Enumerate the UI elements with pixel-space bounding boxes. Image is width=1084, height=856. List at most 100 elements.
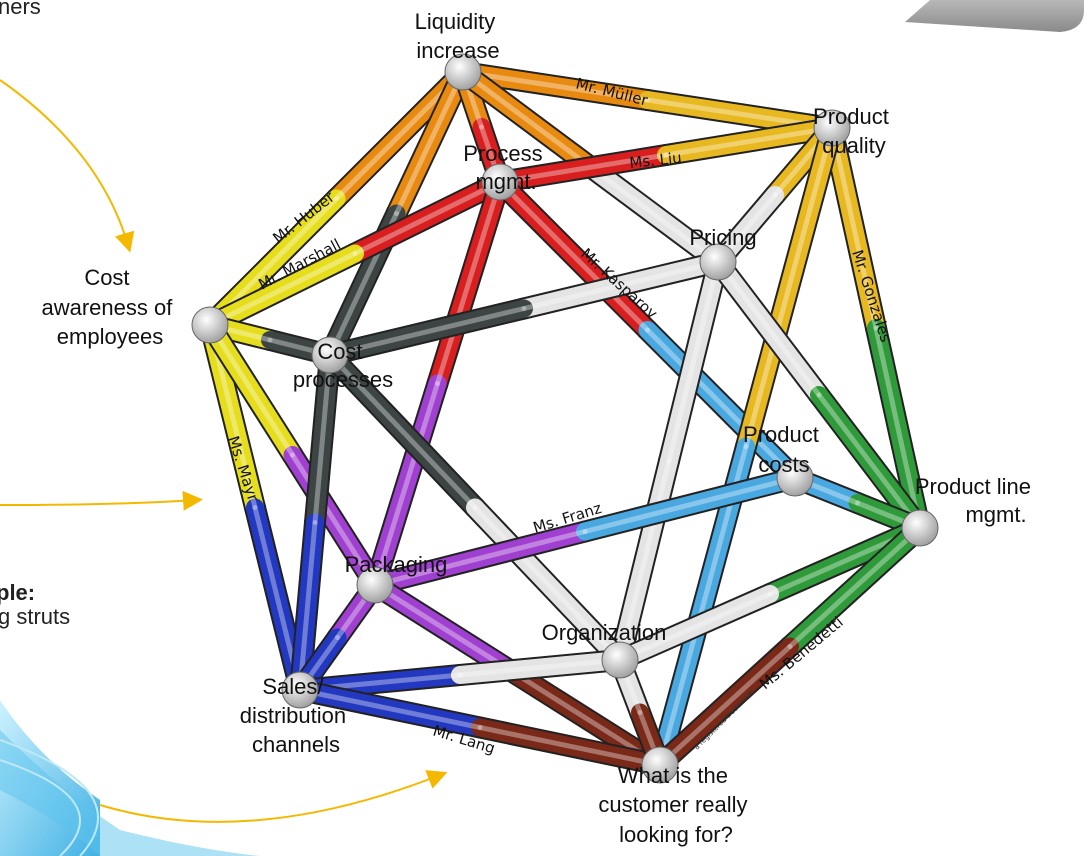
strut-cp-sd-half-a — [306, 346, 339, 532]
node-liquidity-increase: Liquidity increase — [415, 9, 502, 63]
node-sales-distribution: Sales/ distribution channels — [240, 674, 353, 757]
strut-pr-cp-half-b — [321, 299, 533, 364]
strut-pk-pc-half-b — [576, 469, 804, 541]
strut-sd-cu-half-b — [471, 718, 669, 774]
strut-pr-or-shine-a — [666, 259, 721, 464]
strut-pq-cu-shine-a — [743, 125, 835, 449]
strut-pr-cp-shine-b — [327, 306, 527, 358]
node-packaging: Packaging — [345, 552, 448, 577]
strut-pr-pl-half-a — [709, 253, 828, 404]
hub-pk — [356, 566, 394, 604]
node-product-costs: Product costs — [743, 422, 825, 477]
strut-pm-pc-shine-a — [497, 179, 650, 333]
struts — [199, 61, 931, 776]
strut-pq-cu-half-a — [737, 119, 841, 456]
strut-sd-cu-shine-b — [477, 725, 663, 768]
strut-pq-pl-shine-a — [829, 125, 879, 331]
strut-cp-sd-shine-b — [297, 520, 318, 693]
node-customer-looking-for: What is the customer really looking for? — [598, 763, 753, 847]
hub-or — [601, 641, 639, 679]
strut-pm-pq-shine-b — [663, 125, 835, 158]
strut-pm-pq-shine-a — [497, 152, 669, 185]
strut-liq-cp-half-a — [387, 63, 472, 223]
hub-pr — [699, 243, 737, 281]
side-text-partners: ners — [0, 0, 41, 19]
strut-pk-pc-shine-b — [582, 475, 798, 534]
strut-pr-cp-half-a — [515, 253, 727, 318]
strut-cp-or-half-a — [321, 346, 484, 517]
node-labels: Liquidity increase Product quality Proce… — [42, 9, 1037, 847]
strut-ca-pk-shine-a — [207, 322, 295, 458]
strut-pl-or-half-b — [611, 585, 779, 669]
strut-pk-cu-half-a — [366, 576, 527, 684]
strut-pl-cu-shine-b — [657, 644, 793, 768]
strut-ca-pk-half-a — [201, 316, 302, 464]
strut-pq-pl-shine-b — [873, 325, 923, 531]
strut-pm-ca-half-a — [346, 173, 509, 263]
hub-pc — [776, 459, 814, 497]
hubs — [191, 53, 939, 784]
node-pricing: Pricing — [689, 225, 756, 250]
strut-liq-pq-shine-a — [460, 69, 650, 103]
hub-pm — [481, 163, 519, 201]
strut-pm-pq-half-a — [491, 146, 675, 191]
strut-liq-pr-shine-b — [588, 164, 721, 265]
strut-liq-pr-half-a — [454, 63, 600, 176]
node-product-quality: Product quality — [813, 104, 895, 158]
strut-sd-or-half-b — [451, 651, 629, 684]
person-label-liu: Ms. Liu — [629, 149, 683, 172]
strut-pk-pc-shine-a — [372, 529, 588, 588]
strut-cp-or-half-b — [466, 498, 629, 669]
strut-pk-pc-half-a — [366, 522, 594, 594]
hub-pl — [901, 509, 939, 547]
node-organization: Organization — [542, 620, 667, 645]
hub-pq — [813, 109, 851, 147]
strut-pm-pk-shine-a — [435, 179, 503, 386]
strut-pr-or-shine-b — [617, 458, 672, 663]
strut-pm-pk-half-a — [428, 173, 509, 393]
strut-pq-pl-half-b — [867, 319, 929, 537]
strut-pm-pc-half-b — [638, 321, 804, 487]
strut-pm-ca-shine-b — [207, 251, 358, 328]
strut-pl-or-shine-b — [617, 591, 773, 663]
strut-pm-pc-half-a — [491, 173, 657, 339]
strut-pm-pc-shine-b — [645, 327, 798, 481]
strut-liq-pr-half-b — [581, 158, 727, 271]
strut-pr-pl-half-b — [810, 386, 929, 537]
strut-pm-pk-shine-b — [372, 381, 440, 588]
strut-sd-cu-half-a — [291, 681, 489, 737]
node-process-mgmt: Process mgmt. — [463, 141, 549, 194]
strut-liq-pq-half-a — [454, 63, 657, 109]
node-cost-processes: Cost processes — [293, 339, 393, 392]
strut-pr-or-half-a — [660, 253, 727, 470]
hub-cu — [641, 746, 679, 784]
strut-ca-pk-half-b — [283, 446, 384, 594]
strut-pm-pk-half-b — [366, 374, 447, 594]
hub-cp — [311, 336, 349, 374]
strut-cp-or-shine-a — [327, 352, 478, 510]
side-text-struts: g struts — [0, 604, 71, 629]
strut-pm-ca-half-b — [201, 244, 364, 334]
strut-cp-sd-shine-a — [312, 352, 333, 525]
hub-sd — [281, 671, 319, 709]
side-text-example: ple: — [0, 580, 36, 605]
connector-arrows — [0, 79, 448, 823]
strut-pl-cu-half-a — [781, 519, 929, 656]
strut-sd-cu-shine-a — [297, 687, 483, 730]
node-cost-awareness: Cost awareness of employees — [42, 265, 179, 349]
strut-pl-cu-half-b — [651, 637, 799, 774]
hub-ca — [191, 306, 229, 344]
strut-cp-sd-half-b — [291, 513, 324, 699]
node-product-line-mgmt: Product line mgmt. — [915, 474, 1037, 527]
strut-pm-pq-half-b — [657, 119, 841, 164]
strut-ca-pk-shine-b — [290, 452, 378, 588]
strut-pr-cp-shine-a — [521, 259, 721, 311]
strut-cp-or-shine-b — [472, 505, 623, 663]
hub-liq — [444, 53, 482, 91]
strut-pq-pl-half-a — [823, 119, 885, 337]
strut-sd-or-shine-b — [457, 657, 623, 678]
strut-pr-or-half-b — [611, 452, 678, 669]
strut-pm-ca-shine-a — [352, 179, 503, 256]
